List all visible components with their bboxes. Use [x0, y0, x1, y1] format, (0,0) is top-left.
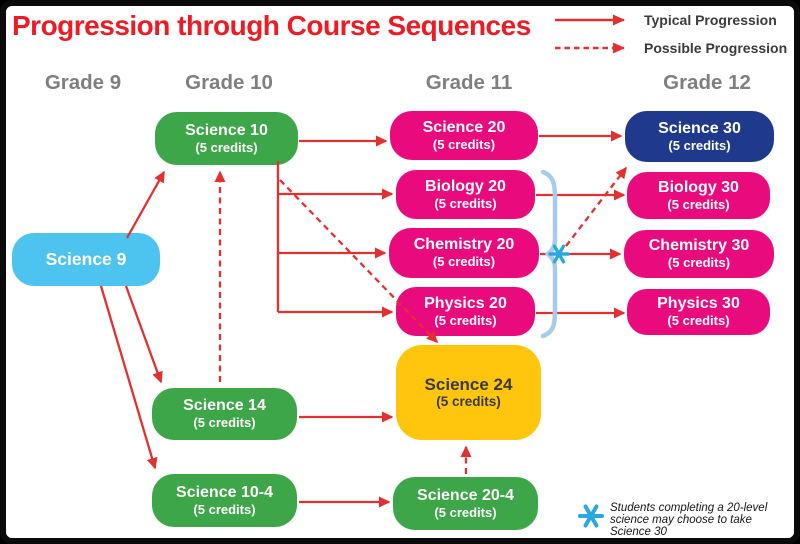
- node-physics-30: Physics 30 (5 credits): [627, 289, 770, 335]
- node-subtitle: (5 credits): [667, 313, 730, 329]
- column-header-grade-9: Grade 9: [44, 71, 122, 94]
- node-title: Science 20: [422, 118, 506, 136]
- node-science-24: Science 24 (5 credits): [396, 345, 541, 440]
- page-title: Progression through Course Sequences: [12, 10, 531, 41]
- legend-label-possible: Possible Progression: [644, 40, 788, 56]
- legend: Typical Progression Possible Progression: [552, 6, 787, 62]
- node-subtitle: (5 credits): [668, 137, 731, 153]
- node-title: Chemistry 20: [413, 236, 515, 254]
- node-biology-20: Biology 20 (5 credits): [396, 170, 535, 219]
- node-title: Biology 20: [425, 177, 506, 195]
- node-title: Biology 30: [658, 178, 739, 196]
- node-chemistry-20: Chemistry 20 (5 credits): [389, 228, 539, 278]
- node-subtitle: (5 credits): [195, 139, 258, 155]
- footnote-asterisk-icon: [578, 504, 604, 528]
- node-title: Science 20-4: [417, 486, 514, 504]
- column-header-grade-12: Grade 12: [663, 71, 751, 94]
- node-science-10-4: Science 10-4 (5 credits): [152, 474, 297, 527]
- node-title: Science 10-4: [176, 483, 273, 501]
- node-subtitle: (5 credits): [432, 254, 496, 270]
- legend-item-possible: Possible Progression: [552, 34, 787, 62]
- node-title: Science 9: [45, 248, 127, 269]
- typical-progression-arrow-icon: [555, 14, 625, 26]
- node-science-20-4: Science 20-4 (5 credits): [393, 477, 538, 530]
- node-subtitle: (5 credits): [667, 196, 730, 212]
- node-biology-30: Biology 30 (5 credits): [627, 172, 770, 219]
- node-title: Physics 20: [424, 294, 507, 312]
- node-science-20: Science 20 (5 credits): [390, 111, 538, 160]
- node-subtitle: (5 credits): [436, 393, 501, 409]
- node-title: Chemistry 30: [648, 237, 750, 255]
- node-title: Science 30: [658, 119, 741, 137]
- node-title: Science 10: [185, 121, 268, 139]
- footnote-text: Students completing a 20-level science m…: [610, 502, 768, 539]
- node-physics-20: Physics 20 (5 credits): [396, 287, 535, 336]
- column-header-grade-11: Grade 11: [425, 71, 513, 94]
- node-science-10: Science 10 (5 credits): [155, 112, 298, 165]
- node-subtitle: (5 credits): [432, 136, 496, 152]
- node-subtitle: (5 credits): [193, 501, 256, 517]
- node-science-9: Science 9: [12, 233, 160, 286]
- node-subtitle: (5 credits): [193, 415, 256, 431]
- possible-progression-arrow-icon: [555, 42, 625, 54]
- node-subtitle: (5 credits): [667, 255, 731, 271]
- node-science-14: Science 14 (5 credits): [152, 388, 297, 440]
- node-subtitle: (5 credits): [434, 504, 497, 520]
- node-title: Science 24: [424, 374, 513, 394]
- legend-label-typical: Typical Progression: [644, 12, 777, 28]
- node-subtitle: (5 credits): [434, 312, 497, 328]
- column-header-grade-10: Grade 10: [185, 71, 273, 94]
- node-subtitle: (5 credits): [434, 195, 497, 211]
- legend-item-typical: Typical Progression: [552, 6, 787, 34]
- node-title: Physics 30: [657, 295, 740, 313]
- node-science-30: Science 30 (5 credits): [625, 111, 774, 162]
- node-title: Science 14: [183, 397, 266, 415]
- node-chemistry-30: Chemistry 30 (5 credits): [624, 230, 774, 278]
